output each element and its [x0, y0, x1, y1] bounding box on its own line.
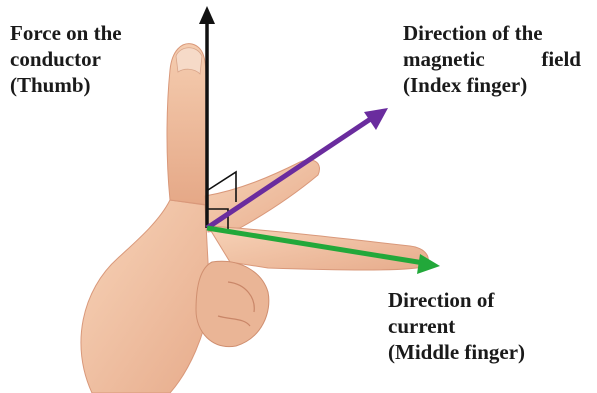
force-label-line1: Force on the: [10, 20, 122, 46]
field-label-line2: magnetic field: [403, 46, 581, 72]
current-label-line2: current: [388, 313, 525, 339]
force-label: Force on the conductor (Thumb): [10, 20, 122, 98]
field-label-line1: Direction of the: [403, 20, 581, 46]
current-label-line1: Direction of: [388, 287, 525, 313]
field-arrow: [207, 108, 388, 228]
field-label-line3: (Index finger): [403, 72, 581, 98]
current-label: Direction of current (Middle finger): [388, 287, 525, 365]
hand-illustration: [81, 44, 428, 393]
field-label: Direction of the magnetic field (Index f…: [403, 20, 581, 98]
current-label-line3: (Middle finger): [388, 339, 525, 365]
field-label-word-magnetic: magnetic: [403, 46, 485, 72]
force-label-line2: conductor: [10, 46, 122, 72]
field-label-word-field: field: [541, 46, 581, 72]
force-label-line3: (Thumb): [10, 72, 122, 98]
